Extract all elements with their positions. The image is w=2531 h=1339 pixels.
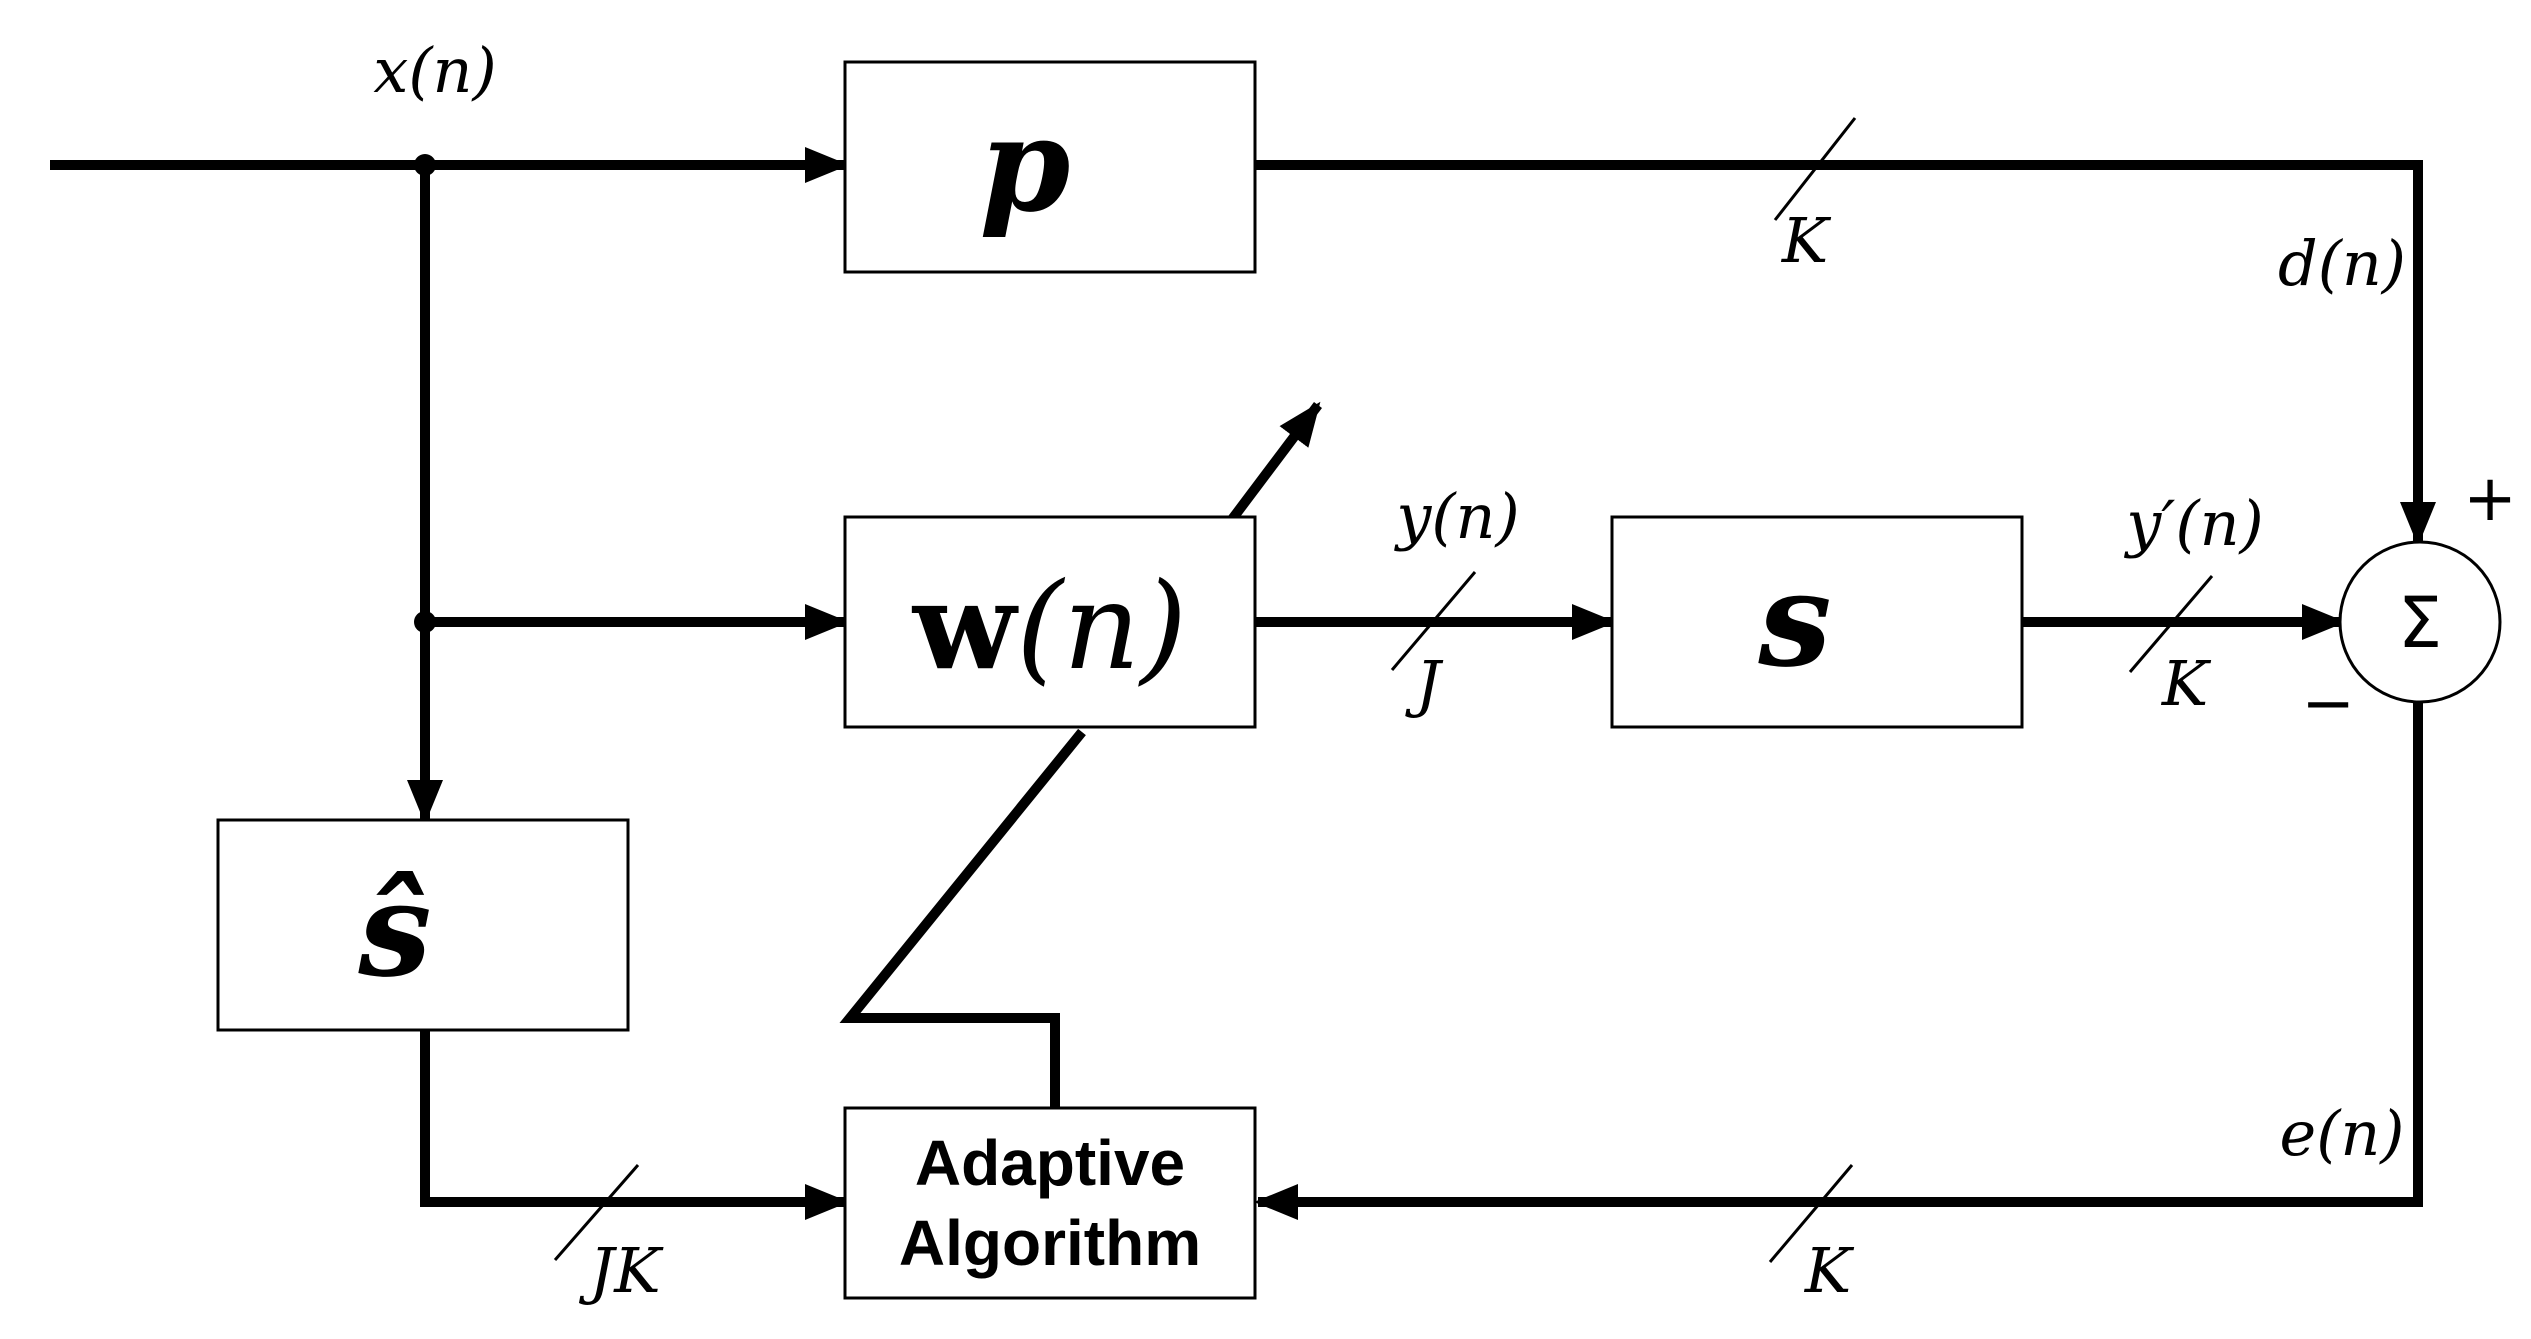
adaptive-filter-args: (n) bbox=[1016, 558, 1187, 697]
secondary-path-block: s bbox=[1610, 515, 2024, 729]
tick-secondary-output bbox=[2128, 575, 2214, 673]
sum-symbol: Σ bbox=[2398, 582, 2442, 664]
signal-label-yprime: y′(n) bbox=[2123, 487, 2263, 560]
weight-update-wire bbox=[839, 728, 1086, 1108]
tick-error bbox=[1768, 1164, 1854, 1263]
junction-dot-middle bbox=[414, 611, 436, 633]
primary-path-block: p bbox=[843, 60, 1257, 274]
signal-label-e: e(n) bbox=[2280, 1097, 2405, 1170]
secondary-estimate-label: ŝ bbox=[357, 853, 431, 1006]
adaptive-filter-label: w bbox=[911, 556, 1019, 697]
dimension-ticks bbox=[553, 117, 2214, 1263]
signal-label-x: x(n) bbox=[373, 34, 496, 107]
filtered-reference-wire bbox=[420, 1030, 849, 1220]
dim-label-K-error: K bbox=[1804, 1234, 1855, 1307]
primary-output-wire bbox=[1252, 160, 2436, 546]
summing-junction: Σ + − bbox=[2301, 462, 2517, 741]
tick-filter-output bbox=[1390, 571, 1477, 671]
adjustable-arrow bbox=[1226, 401, 1322, 526]
secondary-estimate-block: ŝ bbox=[216, 818, 630, 1032]
signal-label-y: y(n) bbox=[1393, 480, 1519, 553]
secondary-path-label: s bbox=[1757, 543, 1831, 696]
signal-label-d: d(n) bbox=[2278, 227, 2406, 300]
junction-dot-top bbox=[414, 154, 436, 176]
sum-minus-sign: − bbox=[2301, 667, 2355, 741]
primary-path-label: p bbox=[980, 88, 1071, 241]
dim-label-K-primary: K bbox=[1781, 204, 1832, 277]
sum-plus-sign: + bbox=[2463, 462, 2517, 536]
adaptive-algorithm-block: Adaptive Algorithm bbox=[843, 1106, 1257, 1300]
dim-label-K-secondary: K bbox=[2161, 647, 2212, 720]
error-feedback-wire bbox=[1254, 702, 2423, 1220]
tick-filtered-reference bbox=[553, 1164, 640, 1261]
tick-primary bbox=[1773, 117, 1857, 221]
algorithm-label-line1: Adaptive bbox=[915, 1127, 1185, 1199]
dim-label-JK: JK bbox=[578, 1234, 664, 1307]
adaptive-filter-block: w(n) bbox=[843, 515, 1257, 729]
dim-label-J: J bbox=[1405, 647, 1444, 720]
algorithm-label-line2: Algorithm bbox=[899, 1207, 1201, 1279]
svg-text:w(n): w(n) bbox=[911, 556, 1187, 697]
